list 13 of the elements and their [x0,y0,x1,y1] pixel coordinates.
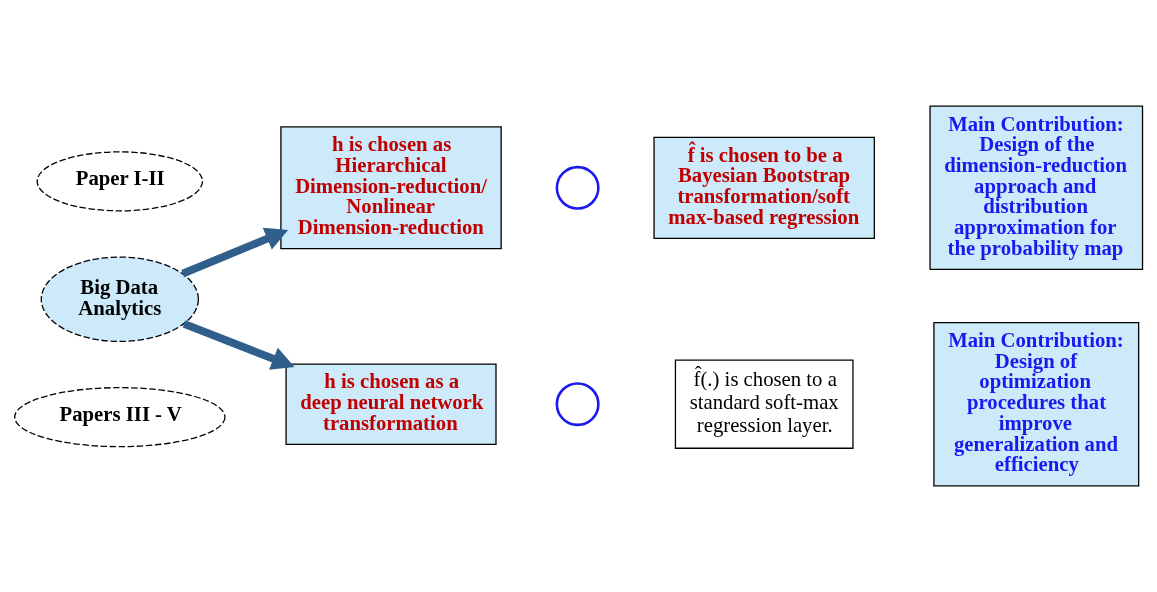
node-box: h is chosen as a deep neural network transformation [285,363,497,445]
node-box: h is chosen as Hierarchical Dimension-reduction/ Nonlinear Dimension-reduction [280,126,502,250]
node-ellipse: Big Data Analytics [40,256,200,343]
node-box: Main Contribution: Design of the dimension-reduction approach and distribution approximation for the probability map [929,105,1144,271]
arrow [181,227,289,278]
node-box: f̂(.) is chosen to a standard soft-max regression layer. [674,359,854,449]
node-circle [555,165,600,210]
node-ellipse: Paper I-II [36,151,204,212]
arrow [182,320,295,370]
node-ellipse: Papers III - V [14,387,226,448]
node-circle [555,382,600,427]
node-box: f̂ is chosen to be a Bayesian Bootstrap transformation/soft max-based regression [653,136,875,239]
node-box: Main Contribution: Design of optimization procedures that improve generalization and efficiency [933,321,1140,487]
